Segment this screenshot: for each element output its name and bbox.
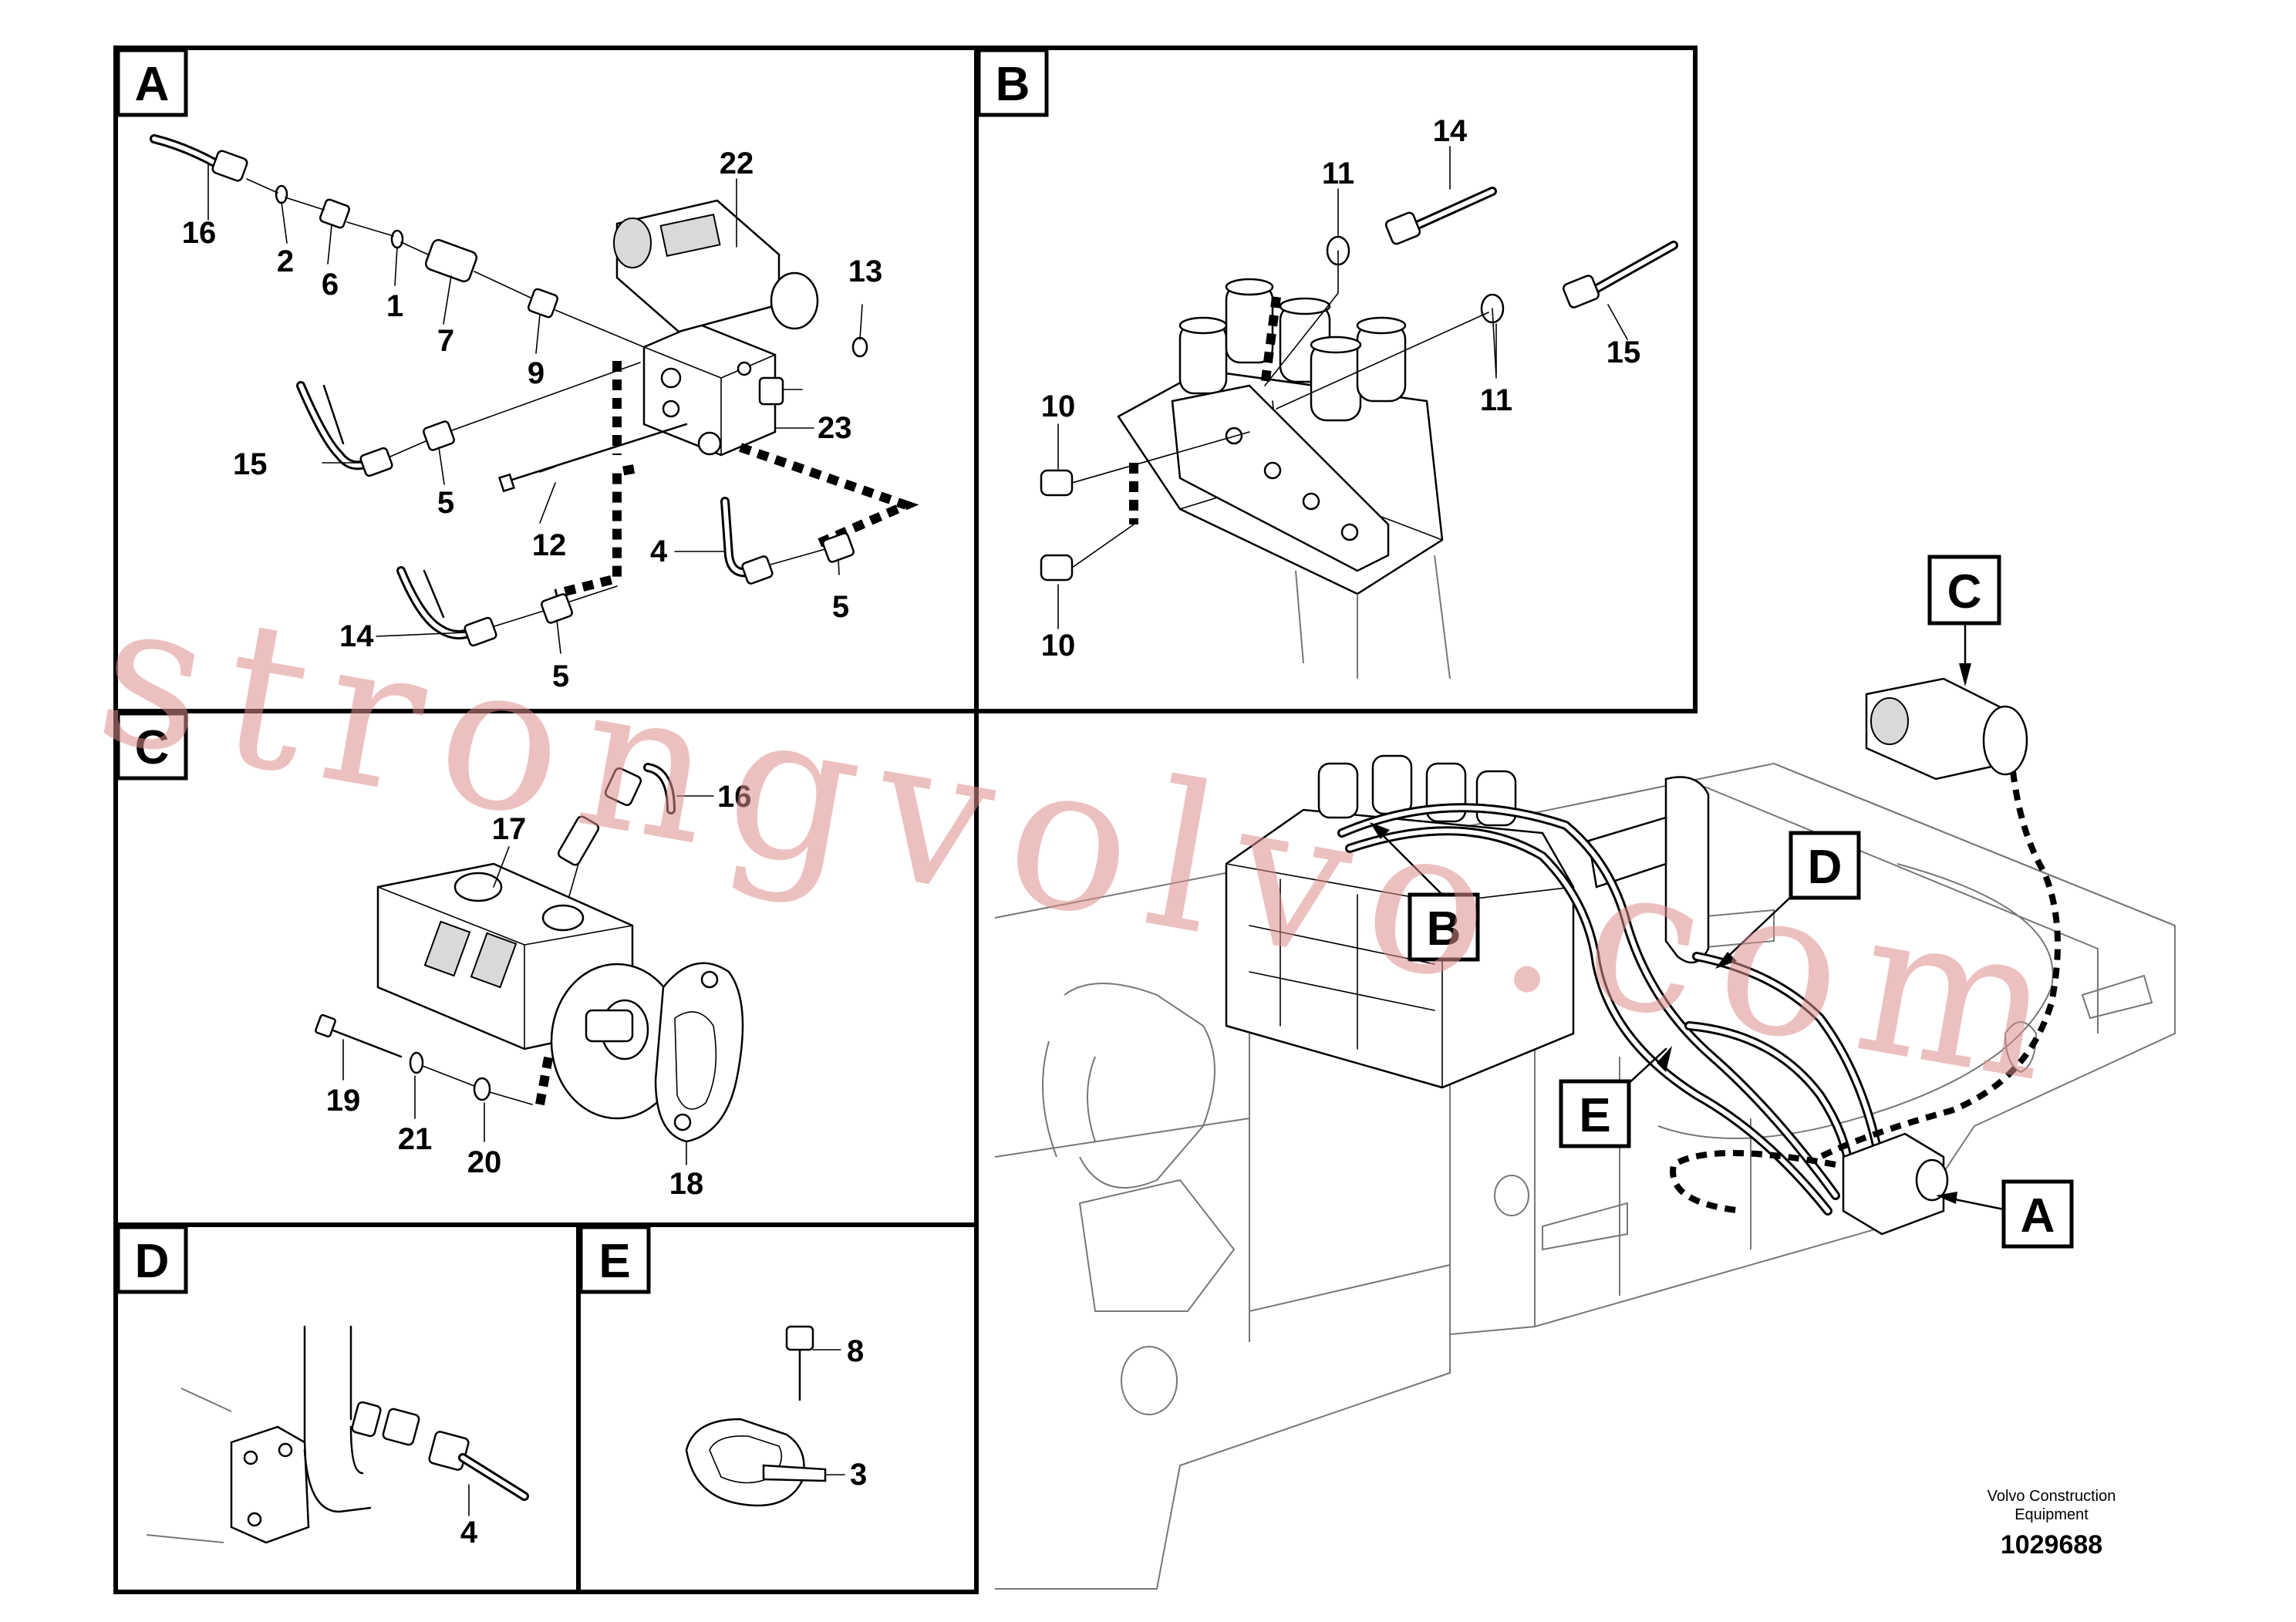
overview-tag-c: C (1927, 555, 2001, 626)
callout-a-12: 12 (532, 528, 567, 562)
panel-d-letter: D (135, 1235, 170, 1288)
callout-a-16: 16 (182, 216, 217, 250)
overview-tag-b-letter: B (1427, 902, 1462, 956)
overview-tag-a: A (2001, 1179, 2074, 1249)
panel-e-callouts: 8 3 (847, 1334, 867, 1492)
brand-line-1: Volvo Construction (1988, 1488, 2116, 1505)
panel-frames (113, 46, 1698, 1594)
panel-e-letter: E (598, 1235, 630, 1288)
panel-c-letter: C (135, 721, 170, 774)
panel-c-callouts: 16 17 19 21 20 18 (326, 780, 752, 1201)
overview-tag-b: B (1408, 892, 1480, 962)
panel-d-tag: D (116, 1225, 188, 1294)
plug-10-lower (1040, 554, 1074, 582)
overview-tag-leaders (1370, 623, 2005, 1211)
brand-line-2: Equipment (2014, 1506, 2089, 1523)
panel-c-tag: C (116, 711, 188, 781)
callout-c-21: 21 (398, 1122, 433, 1156)
callout-a-5-third: 5 (552, 659, 569, 693)
overview-valve (1842, 1132, 1945, 1236)
plug-10-upper (1040, 469, 1074, 497)
callout-c-16: 16 (717, 780, 752, 814)
panel-a-letter: A (135, 58, 170, 111)
callout-a-2: 2 (277, 244, 294, 278)
clamp-3 (685, 1418, 805, 1507)
panel-e-frame (576, 1222, 979, 1594)
document-number: 1029688 (2001, 1530, 2102, 1560)
callout-a-7: 7 (437, 324, 454, 358)
panel-a-callouts: 22 16 2 6 1 7 9 13 23 15 5 12 4 5 14 5 (182, 147, 883, 693)
callout-b-10-upper: 10 (1041, 389, 1076, 423)
callout-e-3: 3 (850, 1458, 867, 1492)
callout-e-8: 8 (847, 1334, 864, 1368)
callout-a-23: 23 (818, 411, 852, 445)
panel-d-drawing (146, 1325, 529, 1544)
callout-a-5-second: 5 (832, 590, 849, 624)
callout-a-22: 22 (720, 147, 754, 180)
callout-b-11-upper: 11 (1322, 157, 1354, 191)
panel-c-drawing (315, 763, 744, 1143)
panel-a-tag: A (116, 48, 188, 117)
panel-d-callouts: 4 (460, 1516, 478, 1549)
callout-c-20: 20 (467, 1145, 502, 1179)
panel-c-leaders (342, 795, 714, 1165)
panel-e-tag: E (578, 1225, 651, 1294)
callout-a-14: 14 (339, 619, 374, 653)
overview-tags: C D B E A (1408, 555, 2074, 1249)
bolt-8 (785, 1325, 814, 1351)
panel-b-drawing (1040, 187, 1678, 679)
panel-b-tag: B (976, 48, 1049, 117)
panel-letter-tags: A B C D E (116, 48, 1049, 1294)
panel-b-frame (974, 46, 1698, 713)
footer: Volvo Construction Equipment 1029688 (1988, 1488, 2116, 1560)
panel-a-drawing (150, 134, 919, 647)
callout-a-13: 13 (848, 255, 883, 288)
callout-a-6: 6 (322, 268, 339, 302)
callout-a-5-first: 5 (437, 486, 454, 520)
callout-b-11-lower: 11 (1480, 383, 1512, 417)
overview-tag-a-letter: A (2021, 1189, 2055, 1243)
panel-a-leaders (207, 163, 863, 654)
callout-a-1: 1 (386, 289, 403, 323)
panel-e-drawing (685, 1325, 845, 1507)
callout-a-4: 4 (650, 534, 668, 568)
callout-b-14: 14 (1433, 114, 1468, 148)
panel-b-callouts: 14 11 15 10 11 10 (1041, 114, 1641, 663)
overview-tag-d-letter: D (1808, 841, 1843, 894)
callout-c-19: 19 (326, 1084, 361, 1118)
panel-b-leaders (1057, 146, 1628, 629)
callout-b-10-lower: 10 (1041, 629, 1076, 663)
callout-c-18: 18 (669, 1167, 704, 1201)
overview-machine (994, 677, 2176, 1590)
callout-d-4: 4 (460, 1516, 478, 1549)
callout-c-17: 17 (492, 812, 527, 846)
overview-tag-c-letter: C (1947, 565, 1982, 619)
panel-b-letter: B (996, 58, 1030, 111)
callout-a-15: 15 (233, 447, 268, 481)
callout-a-9: 9 (528, 356, 544, 390)
overview-tag-e: E (1559, 1079, 1631, 1148)
overview-tag-e-letter: E (1579, 1089, 1610, 1142)
pipe-flange-d (230, 1425, 310, 1544)
callout-b-15: 15 (1607, 336, 1641, 369)
overview-tag-d: D (1789, 831, 1861, 900)
gasket-18 (654, 962, 744, 1143)
